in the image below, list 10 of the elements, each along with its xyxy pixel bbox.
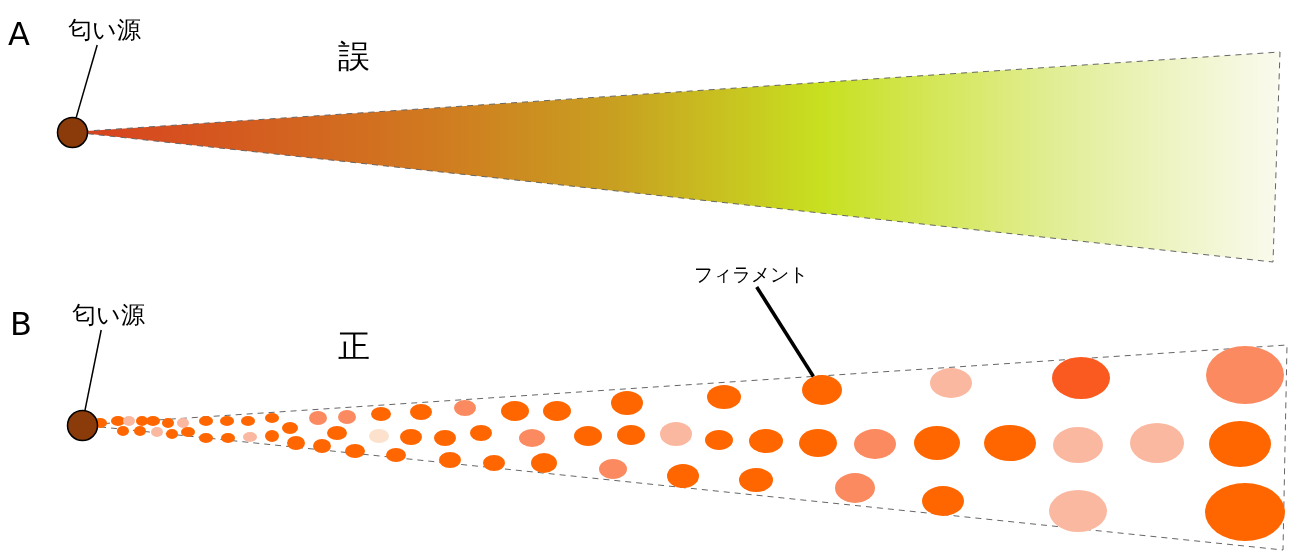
panel-heading: 誤 bbox=[338, 40, 370, 72]
leader-line bbox=[75, 44, 98, 119]
callout-label: 匂い源 bbox=[72, 303, 145, 327]
panel-letter: A bbox=[8, 18, 30, 50]
callout-label: 匂い源 bbox=[68, 18, 141, 42]
leader-line bbox=[755, 286, 815, 378]
panel-heading: 正 bbox=[338, 330, 370, 362]
panel-letter: B bbox=[10, 308, 32, 340]
leader-line bbox=[84, 329, 102, 412]
callout-label: フィラメント bbox=[694, 265, 808, 284]
